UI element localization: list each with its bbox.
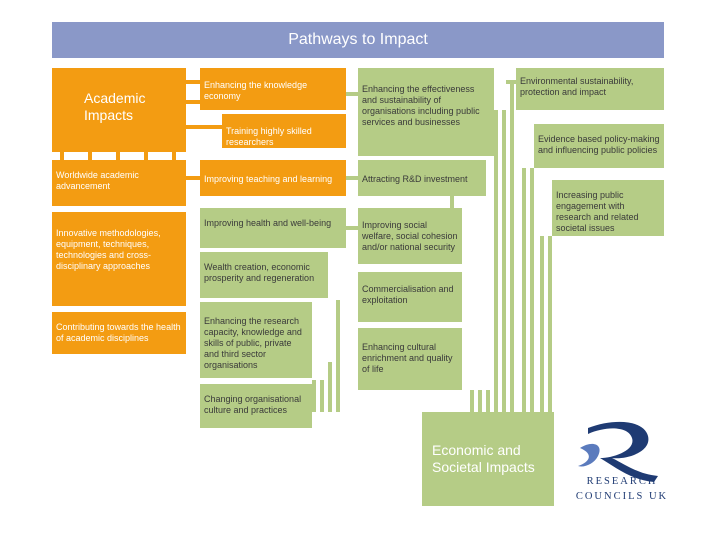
item-knowledge-economy: Enhancing the knowledge economy: [200, 68, 346, 110]
academic-item-worldwide: Worldwide academic advancement: [52, 160, 186, 206]
item-social-welfare: Improving social welfare, social cohesio…: [358, 208, 462, 264]
connector: [336, 300, 340, 412]
connector: [346, 92, 358, 96]
item-environmental-sustainability: Environmental sustainability, protection…: [516, 68, 664, 110]
item-wealth-creation: Wealth creation, economic prosperity and…: [200, 252, 328, 298]
connector: [486, 390, 490, 412]
item-label: Enhancing the research capacity, knowled…: [204, 316, 302, 370]
connector: [346, 226, 358, 230]
connector: [144, 152, 148, 160]
academic-impacts-box: Academic Impacts: [52, 68, 186, 152]
item-label: Enhancing the knowledge economy: [204, 80, 308, 101]
connector: [88, 152, 92, 160]
research-councils-uk-logo: [578, 421, 658, 482]
item-organisational-culture: Changing organisational culture and prac…: [200, 384, 312, 428]
connector: [494, 110, 498, 412]
diagram-title: Pathways to Impact: [288, 31, 428, 48]
economic-impacts-heading: Economic and Societal Impacts: [432, 442, 535, 475]
academic-item-label: Innovative methodologies, equipment, tec…: [56, 228, 161, 271]
item-label: Environmental sustainability, protection…: [520, 76, 634, 97]
connector: [522, 168, 526, 412]
connector: [530, 168, 534, 412]
connector: [328, 362, 332, 412]
item-public-engagement: Increasing public engagement with resear…: [552, 180, 664, 236]
connector: [346, 176, 358, 180]
academic-item-label: Worldwide academic advancement: [56, 170, 139, 191]
item-label: Wealth creation, economic prosperity and…: [204, 262, 315, 283]
connector: [510, 80, 514, 412]
connector: [320, 380, 324, 412]
item-label: Improving health and well-being: [204, 218, 332, 228]
academic-impacts-heading: Academic Impacts: [84, 90, 146, 123]
item-label: Enhancing cultural enrichment and qualit…: [362, 342, 453, 374]
title-banner: Pathways to Impact: [52, 22, 664, 58]
item-label: Training highly skilled researchers: [226, 126, 312, 147]
item-label: Enhancing the effectiveness and sustaina…: [362, 84, 480, 127]
item-label: Commercialisation and exploitation: [362, 284, 454, 305]
item-label: Improving teaching and learning: [204, 174, 333, 184]
item-label: Improving social welfare, social cohesio…: [362, 220, 458, 252]
item-rd-investment: Attracting R&D investment: [358, 160, 486, 196]
item-label: Changing organisational culture and prac…: [204, 394, 302, 415]
item-teaching-learning: Improving teaching and learning: [200, 160, 346, 196]
item-health-wellbeing: Improving health and well-being: [200, 208, 346, 248]
item-label: Attracting R&D investment: [362, 174, 468, 184]
item-label: Evidence based policy-making and influen…: [538, 134, 660, 155]
connector: [548, 236, 552, 412]
item-effectiveness-sustainability: Enhancing the effectiveness and sustaina…: [358, 68, 494, 156]
academic-item-label: Contributing towards the health of acade…: [56, 322, 181, 343]
connector: [312, 380, 316, 412]
connector: [506, 80, 516, 84]
logo-line-councils: COUNCILS UK: [575, 491, 669, 502]
logo-line-research: RESEARCH: [586, 476, 658, 487]
connector: [478, 390, 482, 412]
connector: [502, 110, 506, 412]
item-commercialisation: Commercialisation and exploitation: [358, 272, 462, 322]
connector: [172, 152, 176, 160]
connector: [186, 176, 200, 180]
item-label: Increasing public engagement with resear…: [556, 190, 639, 233]
item-research-capacity: Enhancing the research capacity, knowled…: [200, 302, 312, 378]
connector: [186, 80, 200, 84]
connector: [186, 100, 200, 104]
academic-item-health: Contributing towards the health of acade…: [52, 312, 186, 354]
logo-wordmark: RESEARCH COUNCILS UK: [572, 474, 672, 504]
academic-item-methodologies: Innovative methodologies, equipment, tec…: [52, 212, 186, 306]
item-training-researchers: Training highly skilled researchers: [222, 114, 346, 148]
connector: [540, 236, 544, 412]
connector: [450, 196, 454, 210]
economic-societal-impacts-box: Economic and Societal Impacts: [422, 412, 554, 506]
item-cultural-enrichment: Enhancing cultural enrichment and qualit…: [358, 328, 462, 390]
connector: [60, 152, 64, 160]
item-evidence-policy: Evidence based policy-making and influen…: [534, 124, 664, 168]
connector: [470, 390, 474, 412]
connector: [186, 125, 222, 129]
connector: [116, 152, 120, 160]
